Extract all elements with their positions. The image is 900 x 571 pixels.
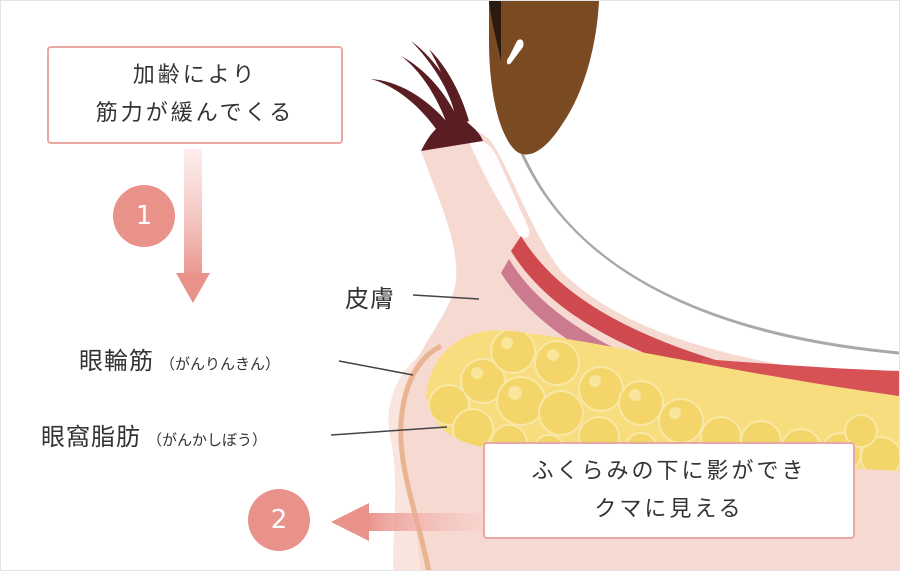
leader-muscle	[338, 360, 414, 376]
iris-dark-edge	[489, 1, 501, 61]
leader-skin	[412, 294, 480, 300]
eyelid-highlight	[469, 139, 530, 238]
label-orbital-fat-text: 眼窩脂肪	[41, 423, 141, 451]
arrow-down-head	[176, 273, 210, 303]
label-skin: 皮膚	[345, 279, 395, 314]
step-2-badge: 2	[248, 489, 310, 551]
cause-line-2: 筋力が緩んでくる	[95, 101, 295, 126]
iris-highlight	[506, 39, 524, 65]
effect-line-2: クマに見える	[594, 496, 744, 522]
step-1-badge: 1	[113, 185, 175, 247]
label-orbicularis-text: 眼輪筋	[79, 347, 154, 375]
eyeball-white	[523, 1, 899, 351]
arrow-down-shaft	[184, 149, 202, 279]
cause-callout-box: 加齢により 筋力が緩んでくる	[47, 46, 343, 144]
cause-line-1: 加齢により	[132, 63, 258, 88]
label-skin-text: 皮膚	[345, 285, 395, 313]
eyeball-outline	[519, 150, 899, 355]
label-orbital-fat: 眼窩脂肪 （がんかしぼう）	[41, 417, 267, 452]
label-orbicularis-reading: （がんりんきん）	[160, 355, 281, 373]
arrow-left-head	[331, 503, 369, 541]
label-orbicularis: 眼輪筋 （がんりんきん）	[79, 341, 280, 376]
iris	[489, 1, 599, 155]
effect-callout-box: ふくらみの下に影ができ クマに見える	[483, 442, 855, 539]
leader-fat	[330, 426, 448, 436]
label-orbital-fat-reading: （がんかしぼう）	[147, 431, 268, 449]
effect-line-1: ふくらみの下に影ができ	[531, 458, 807, 484]
eyelashes	[371, 41, 483, 151]
arrow-left-shaft	[366, 513, 486, 531]
